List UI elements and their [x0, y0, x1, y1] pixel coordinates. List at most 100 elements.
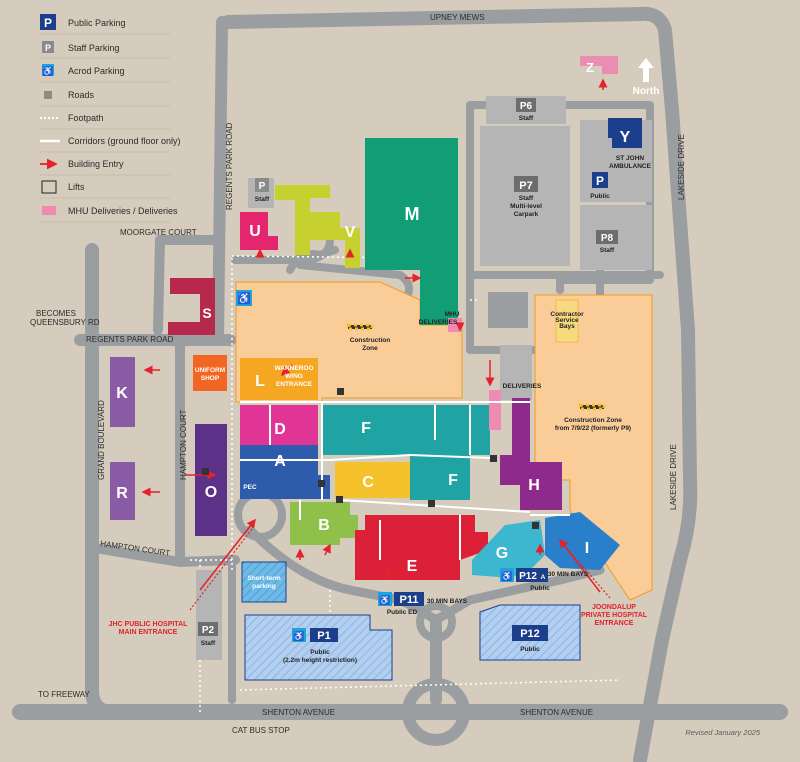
- lift-icon: [337, 388, 344, 395]
- p7-sign: [514, 176, 538, 192]
- p12a-sub: Public: [530, 585, 550, 592]
- building-c: [335, 462, 410, 498]
- p7-sub3: Carpark: [514, 211, 539, 218]
- staff-north-sign: [255, 178, 269, 192]
- building-y: [608, 118, 642, 148]
- building-f-east-label: F: [448, 472, 458, 489]
- building-e-label: E: [407, 558, 418, 575]
- jhc-entrance-dotted: [189, 524, 256, 611]
- p12a-bays: 30 MIN BAYS: [548, 571, 589, 578]
- p8-label: P8: [601, 233, 614, 244]
- p1-lot: [244, 614, 393, 681]
- building-h: [500, 398, 562, 510]
- ugly-building-grey: [488, 292, 528, 328]
- short-term-line2: parking: [252, 583, 276, 590]
- p8-sign: [596, 230, 618, 244]
- jhc-entrance-line2: MAIN ENTRANCE: [119, 629, 178, 636]
- legend-public-parking-symbol: P: [44, 16, 52, 30]
- label-upney-mews: UPNEY MEWS: [430, 13, 485, 22]
- p11-sign: [394, 592, 424, 606]
- label-to-freeway: TO FREEWAY: [38, 690, 91, 699]
- entry-arrows: [141, 78, 608, 593]
- east-driveway: [431, 565, 605, 625]
- construction-west-line1: Construction: [350, 337, 390, 344]
- building-r: [110, 462, 135, 520]
- roundabout-south: [402, 678, 470, 746]
- p7-label: P7: [519, 180, 532, 192]
- lift-icons: [202, 388, 539, 529]
- legend: P Public Parking P Staff Parking ♿ Acrod…: [40, 14, 181, 223]
- building-g-label: G: [496, 545, 508, 562]
- building-k-label: K: [116, 385, 128, 402]
- building-o: [195, 424, 227, 536]
- label-lakeside-drive-north: LAKESIDE DRIVE: [677, 134, 686, 200]
- p11-label: P11: [400, 594, 419, 606]
- short-term-line1: Short-term: [247, 575, 280, 582]
- p7-east-road: [466, 101, 654, 294]
- pec-building: [240, 475, 330, 499]
- p12a-sign: [516, 568, 548, 582]
- label-regents-park-road-west: REGENTS PARK ROAD: [86, 335, 174, 344]
- p12-sign: [512, 625, 548, 641]
- label-hampton-court: HAMPTON COURT: [179, 410, 188, 480]
- road-swatch: [44, 91, 52, 99]
- p11-bays: 30 MIN BAYS: [427, 598, 468, 605]
- mhu-deliveries-line1: MHU: [445, 311, 460, 318]
- p12a-suffix: A: [541, 574, 546, 581]
- p8-sub: Staff: [600, 247, 615, 254]
- accessible-icon: ♿: [379, 594, 390, 605]
- label-grand-boulevard: GRAND BOULEVARD: [97, 400, 106, 480]
- north-arrow-icon: [638, 58, 654, 82]
- p2-sign: [198, 622, 218, 636]
- construction-hazard-west: [346, 323, 374, 331]
- lift-icon: [428, 500, 435, 507]
- construction-west-line2: Zone: [362, 345, 378, 352]
- lift-icon: [318, 480, 325, 487]
- construction-hazard-east: [578, 403, 606, 411]
- contractor-line2: Service: [555, 317, 579, 324]
- label-queensbury: QUEENSBURY RD: [30, 318, 100, 327]
- label-shenton-avenue-east: SHENTON AVENUE: [520, 708, 593, 717]
- p12a-acrod-sign: [500, 568, 514, 582]
- p7-sub2: Multi-level: [510, 203, 542, 210]
- accessible-icon: ♿: [501, 570, 512, 581]
- building-e: [355, 515, 488, 580]
- building-u: [240, 212, 278, 250]
- building-u-label: U: [249, 223, 261, 240]
- building-m-label: M: [405, 204, 420, 224]
- p2-sub: Staff: [201, 640, 216, 647]
- legend-footpath: Footpath: [68, 113, 104, 123]
- delivery-bay: [489, 390, 501, 430]
- building-i: [545, 512, 620, 570]
- moorgate-court-spur: [153, 235, 165, 335]
- joondalup-entrance-dotted: [559, 539, 611, 599]
- building-m: [365, 138, 458, 325]
- construction-east-line1: Construction Zone: [564, 417, 622, 424]
- corridors: [240, 401, 570, 560]
- building-d-label: D: [274, 421, 286, 438]
- lift-icon: [41, 180, 57, 194]
- accessible-icon: ♿: [237, 292, 251, 305]
- building-h-label: H: [528, 477, 540, 494]
- revised-date: Revised January 2025: [685, 728, 760, 737]
- building-a-label: A: [274, 453, 286, 470]
- deliveries-grey-dock: [500, 345, 532, 400]
- y-public-p: P: [596, 174, 604, 188]
- uniform-shop: [193, 355, 227, 391]
- building-b-label: B: [318, 517, 330, 534]
- delivery-swatch: [42, 206, 56, 215]
- legend-lifts: Lifts: [68, 182, 85, 192]
- legend-staff-parking: Staff Parking: [68, 43, 119, 53]
- building-f-west: [322, 405, 435, 455]
- joondalup-line3: ENTRANCE: [595, 620, 634, 627]
- building-z-label: Z: [586, 60, 594, 75]
- p2-lot: [196, 570, 222, 660]
- p6-label: P6: [520, 101, 533, 112]
- p12-label: P12: [520, 628, 540, 640]
- deliveries-label: DELIVERIES: [503, 383, 542, 390]
- joondalup-line1: JOONDALUP: [592, 604, 636, 611]
- accessible-icon: ♿: [42, 65, 53, 76]
- building-s: [168, 278, 215, 335]
- legend-acrod-parking: Acrod Parking: [68, 66, 125, 76]
- wanneroo-wing-line1: WANNEROO: [275, 365, 314, 372]
